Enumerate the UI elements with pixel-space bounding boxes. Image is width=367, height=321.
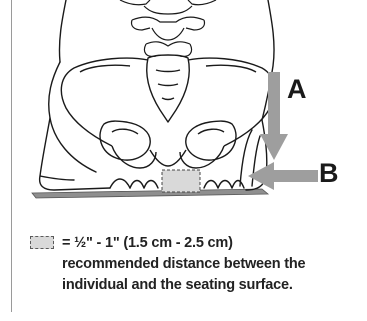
- label-b: B: [319, 160, 339, 187]
- recommended-gap-zone: [162, 170, 200, 192]
- gap-legend-swatch: [30, 236, 54, 249]
- arrow-b: [248, 162, 318, 190]
- seating-surface: [32, 189, 268, 198]
- body-outline: [40, 0, 274, 190]
- label-a: A: [287, 76, 307, 103]
- legend-text: = ½" - 1" (1.5 cm - 2.5 cm) recommended …: [62, 233, 362, 296]
- legend-measure: = ½" - 1" (1.5 cm - 2.5 cm): [62, 233, 362, 254]
- pelvis-bone: [61, 55, 274, 168]
- lumbar-vertebrae: [120, 0, 216, 56]
- legend-description-line2: individual and the seating surface.: [62, 275, 362, 296]
- legend-description-line1: recommended distance between the: [62, 254, 362, 275]
